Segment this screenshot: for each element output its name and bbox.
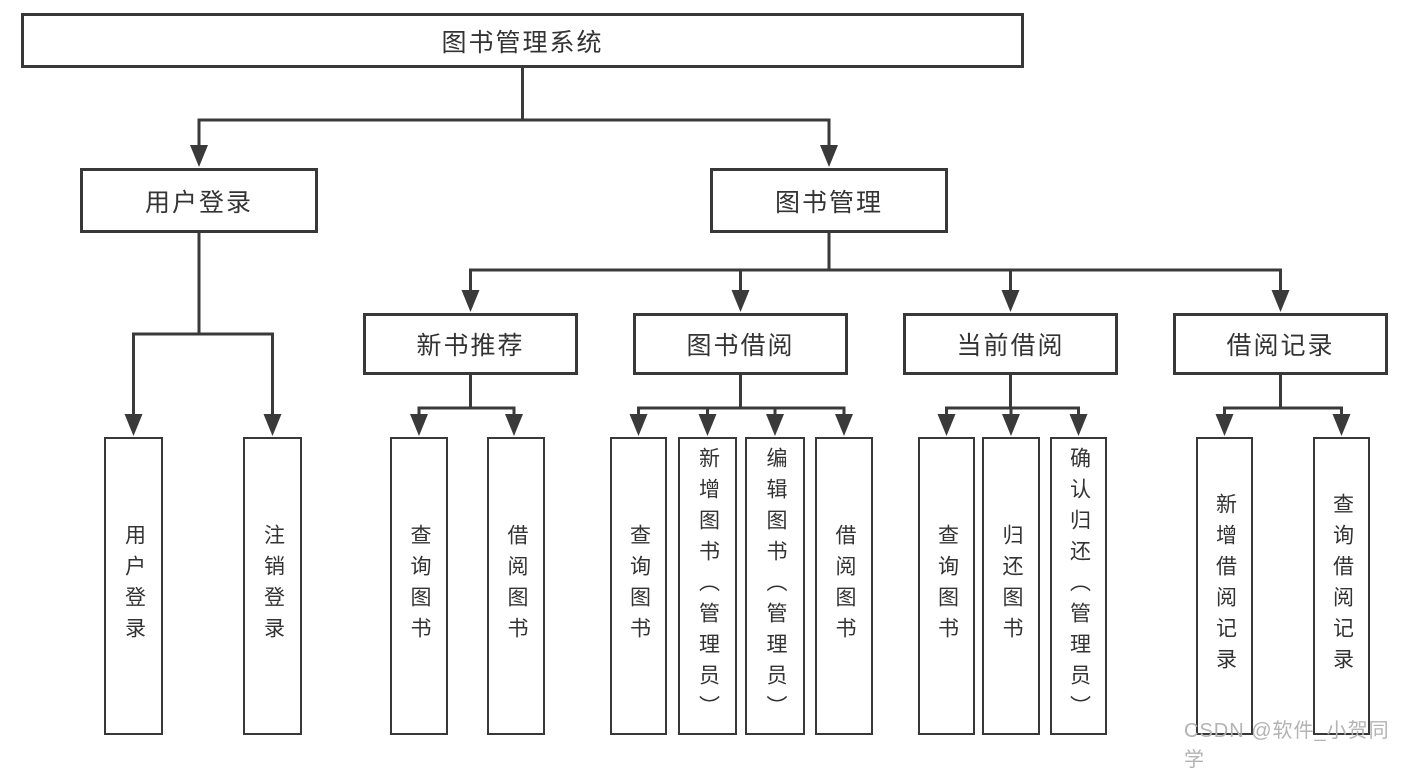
connector-new-books-leaves xyxy=(410,375,523,436)
connector-book-mgmt-to-level2 xyxy=(461,233,1290,312)
node-book-management-branch-label: 图书管理 xyxy=(774,188,883,217)
node-add-books-admin: 新增图书（管理员） xyxy=(678,437,737,735)
connector-user-login-leaves xyxy=(124,233,282,436)
node-add-borrow-record-label: 新增借阅记录 xyxy=(1213,493,1237,679)
node-borrow-books-action: 借阅图书 xyxy=(815,437,873,735)
node-query-books-borrow-label: 查询图书 xyxy=(627,524,651,648)
node-borrow-books-newbooks: 借阅图书 xyxy=(487,437,545,735)
node-query-books-newbooks: 查询图书 xyxy=(390,437,448,735)
connector-borrow-records-leaves xyxy=(1215,375,1351,436)
node-edit-books-admin: 编辑图书（管理员） xyxy=(745,437,805,735)
node-query-books-borrow: 查询图书 xyxy=(610,437,667,735)
connector-root-to-level1 xyxy=(190,68,838,167)
node-borrow-records: 借阅记录 xyxy=(1173,313,1388,375)
node-query-borrow-record-label: 查询借阅记录 xyxy=(1330,493,1354,679)
node-add-borrow-record: 新增借阅记录 xyxy=(1196,437,1253,735)
node-edit-books-admin-label: 编辑图书（管理员） xyxy=(764,446,788,726)
node-new-book-recommend-label: 新书推荐 xyxy=(416,332,525,360)
node-borrow-books-action-label: 借阅图书 xyxy=(833,524,857,648)
csdn-watermark: CSDN @软件_小贺同学 xyxy=(1184,720,1390,771)
connector-current-borrow-leaves xyxy=(937,375,1088,436)
node-current-borrow-label: 当前借阅 xyxy=(956,332,1065,360)
node-book-borrow-label: 图书借阅 xyxy=(686,332,795,360)
node-user-login-action: 用户登录 xyxy=(104,437,163,735)
node-query-borrow-record: 查询借阅记录 xyxy=(1313,437,1370,735)
org-chart-canvas: 图书管理系统 用户登录 图书管理 新书推荐 图书借阅 当前借阅 借阅记录 用户登… xyxy=(21,13,1389,771)
node-confirm-return-admin-label: 确认归还（管理员） xyxy=(1067,446,1091,726)
node-add-books-admin-label: 新增图书（管理员） xyxy=(696,446,720,726)
node-return-books: 归还图书 xyxy=(982,437,1040,735)
node-current-borrow: 当前借阅 xyxy=(903,313,1118,375)
node-user-login-branch: 用户登录 xyxy=(80,168,318,233)
node-query-books-current-label: 查询图书 xyxy=(935,524,959,648)
node-root-system-label: 图书管理系统 xyxy=(441,28,604,57)
node-new-book-recommend: 新书推荐 xyxy=(363,313,578,375)
node-user-login-action-label: 用户登录 xyxy=(122,524,146,648)
node-return-books-label: 归还图书 xyxy=(1000,524,1024,648)
node-logout-action: 注销登录 xyxy=(243,437,302,735)
node-borrow-books-newbooks-label: 借阅图书 xyxy=(505,524,529,648)
node-root-system: 图书管理系统 xyxy=(21,13,1024,68)
node-logout-action-label: 注销登录 xyxy=(261,524,285,648)
node-borrow-records-label: 借阅记录 xyxy=(1226,332,1335,360)
node-book-borrow: 图书借阅 xyxy=(633,313,848,375)
node-query-books-current: 查询图书 xyxy=(918,437,975,735)
node-book-management-branch: 图书管理 xyxy=(710,168,948,233)
connector-book-borrow-leaves xyxy=(629,375,853,436)
node-user-login-branch-label: 用户登录 xyxy=(144,188,253,217)
node-confirm-return-admin: 确认归还（管理员） xyxy=(1050,437,1107,735)
node-query-books-newbooks-label: 查询图书 xyxy=(408,524,432,648)
